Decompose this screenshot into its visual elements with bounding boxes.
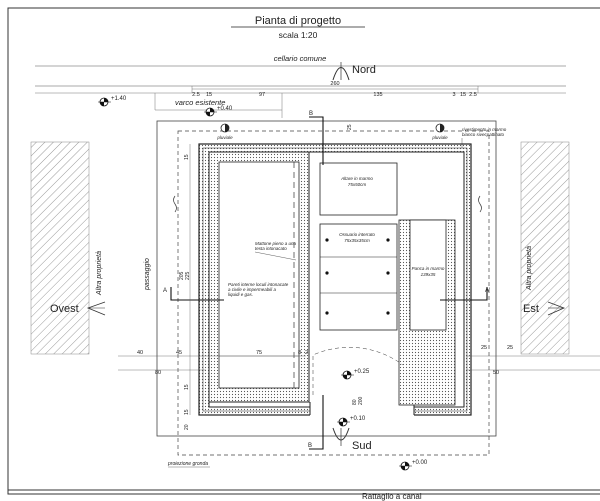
top-dimensions: 260 2.5 15 97 135 3 15 2.5 — [191, 81, 479, 98]
elevation-marker-5: +0.00 — [399, 460, 428, 471]
north-label: Nord — [352, 64, 376, 76]
svg-text:+0.00: +0.00 — [412, 460, 428, 466]
sheet-border — [7, 7, 600, 495]
elevation-marker-4: +0.10 — [337, 416, 366, 427]
svg-text:45: 45 — [176, 350, 182, 356]
svg-text:2.5: 2.5 — [192, 92, 200, 98]
loculi-block — [208, 151, 310, 403]
svg-text:liquidi e gas.: liquidi e gas. — [228, 292, 253, 297]
rivestimento-label: rivestimento in marmo — [462, 127, 507, 132]
svg-text:25: 25 — [347, 124, 353, 130]
svg-text:15: 15 — [460, 92, 466, 98]
svg-text:205: 205 — [179, 271, 185, 280]
svg-text:testa intonacato: testa intonacato — [255, 246, 287, 251]
altare: Altare in marmo 75x50cm — [319, 162, 398, 216]
door-swing — [312, 347, 404, 395]
svg-text:97: 97 — [259, 92, 265, 98]
svg-text:80: 80 — [155, 370, 161, 376]
svg-text:+0.10: +0.10 — [350, 416, 366, 422]
panca-label: Panca in marmo — [412, 266, 445, 271]
elevation-marker-2: +0.40 — [204, 106, 233, 117]
svg-text:200: 200 — [358, 396, 364, 405]
pluviale-left: pluviale — [216, 123, 233, 140]
svg-text:15: 15 — [184, 154, 190, 160]
svg-text:25: 25 — [507, 345, 513, 351]
ossuario: Ossuario interrato 75x35x35cm — [319, 223, 398, 331]
west-marker: Ovest — [50, 301, 106, 316]
svg-text:75: 75 — [256, 350, 262, 356]
section-line-b: B B — [308, 111, 324, 450]
south-arrow: Sud — [332, 427, 372, 452]
pareti-label: Pareti interne loculi intonacate — [228, 282, 289, 287]
svg-text:15: 15 — [206, 92, 212, 98]
side-dimensions: 40 45 75 8 2 80 25 25 50 — [118, 345, 600, 376]
eave-projection — [177, 130, 490, 456]
ossuario-label: Ossuario interrato — [339, 232, 375, 237]
vertical-dimensions: 15 205 225 15 15 20 25 80 200 — [179, 124, 364, 430]
svg-text:25: 25 — [481, 345, 487, 351]
panca-dim: 139x35 — [421, 272, 436, 277]
svg-text:50: 50 — [493, 370, 499, 376]
svg-text:135: 135 — [373, 92, 382, 98]
altra-right-label: Altra proprietà — [526, 246, 533, 291]
elevation-marker-1: +1.40 — [98, 96, 127, 107]
section-b-bottom: B — [308, 443, 312, 449]
svg-text:20: 20 — [184, 424, 190, 430]
mattone-label: Mattone pieno a una — [255, 241, 297, 246]
varco-strip: varco esistente — [35, 92, 566, 118]
right-neighbor: Altra proprietà — [520, 141, 570, 355]
page-title: Pianta di progetto — [255, 15, 341, 27]
svg-text:+0.40: +0.40 — [217, 106, 233, 112]
ossuario-dim: 75x35x35cm — [344, 238, 370, 243]
elevation-marker-3: +0.25 — [341, 369, 370, 380]
east-marker: Est — [523, 301, 566, 316]
cellario-strip: cellario comune — [35, 54, 566, 87]
svg-text:2.5: 2.5 — [469, 92, 477, 98]
proiezione-label: proiezione gronda — [167, 461, 208, 467]
break-lines — [173, 195, 482, 213]
east-label: Est — [523, 303, 539, 315]
svg-text:+1.40: +1.40 — [111, 96, 127, 102]
pluviale-right: pluviale — [431, 123, 448, 140]
svg-text:80: 80 — [352, 399, 358, 405]
south-label: Sud — [352, 440, 372, 452]
svg-text:3: 3 — [452, 92, 455, 98]
west-label: Ovest — [50, 303, 79, 315]
title-block: Pianta di progetto scala 1:20 — [231, 15, 365, 40]
altra-left-label: Altra proprietà — [96, 251, 103, 296]
left-neighbor: Altra proprietà — [30, 141, 103, 355]
altare-dim: 75x50cm — [348, 182, 367, 187]
scale-label: scala 1:20 — [279, 30, 318, 40]
svg-text:pluviale: pluviale — [431, 135, 448, 140]
svg-text:260: 260 — [330, 81, 339, 87]
passaggio-label: passaggio — [144, 258, 151, 291]
bottom-cut-label: Rattaglio a canal — [362, 492, 422, 501]
bench-wall — [398, 219, 456, 406]
svg-text:15: 15 — [184, 384, 190, 390]
plot-boundary — [156, 120, 497, 437]
svg-text:2: 2 — [305, 350, 308, 356]
section-b-top: B — [309, 111, 313, 117]
svg-text:15: 15 — [184, 409, 190, 415]
section-a-left: A — [163, 288, 167, 294]
svg-text:pluviale: pluviale — [216, 135, 233, 140]
svg-text:40: 40 — [137, 350, 143, 356]
altare-label: Altare in marmo — [340, 176, 373, 181]
svg-text:a civile e impermeabili a: a civile e impermeabili a — [228, 287, 277, 292]
svg-text:bianco sivecpattinato: bianco sivecpattinato — [462, 132, 505, 137]
svg-text:+0.25: +0.25 — [354, 369, 370, 375]
varco-label: varco esistente — [175, 98, 225, 107]
north-arrow: Nord — [332, 62, 376, 81]
svg-text:225: 225 — [185, 271, 191, 280]
cellario-label: cellario comune — [274, 54, 327, 63]
section-a-right: A' — [485, 288, 490, 294]
section-line-a: A A' — [163, 287, 490, 301]
svg-text:8: 8 — [298, 350, 301, 356]
wall-annotations: Mattone pieno a una testa intonacato Par… — [228, 127, 507, 297]
